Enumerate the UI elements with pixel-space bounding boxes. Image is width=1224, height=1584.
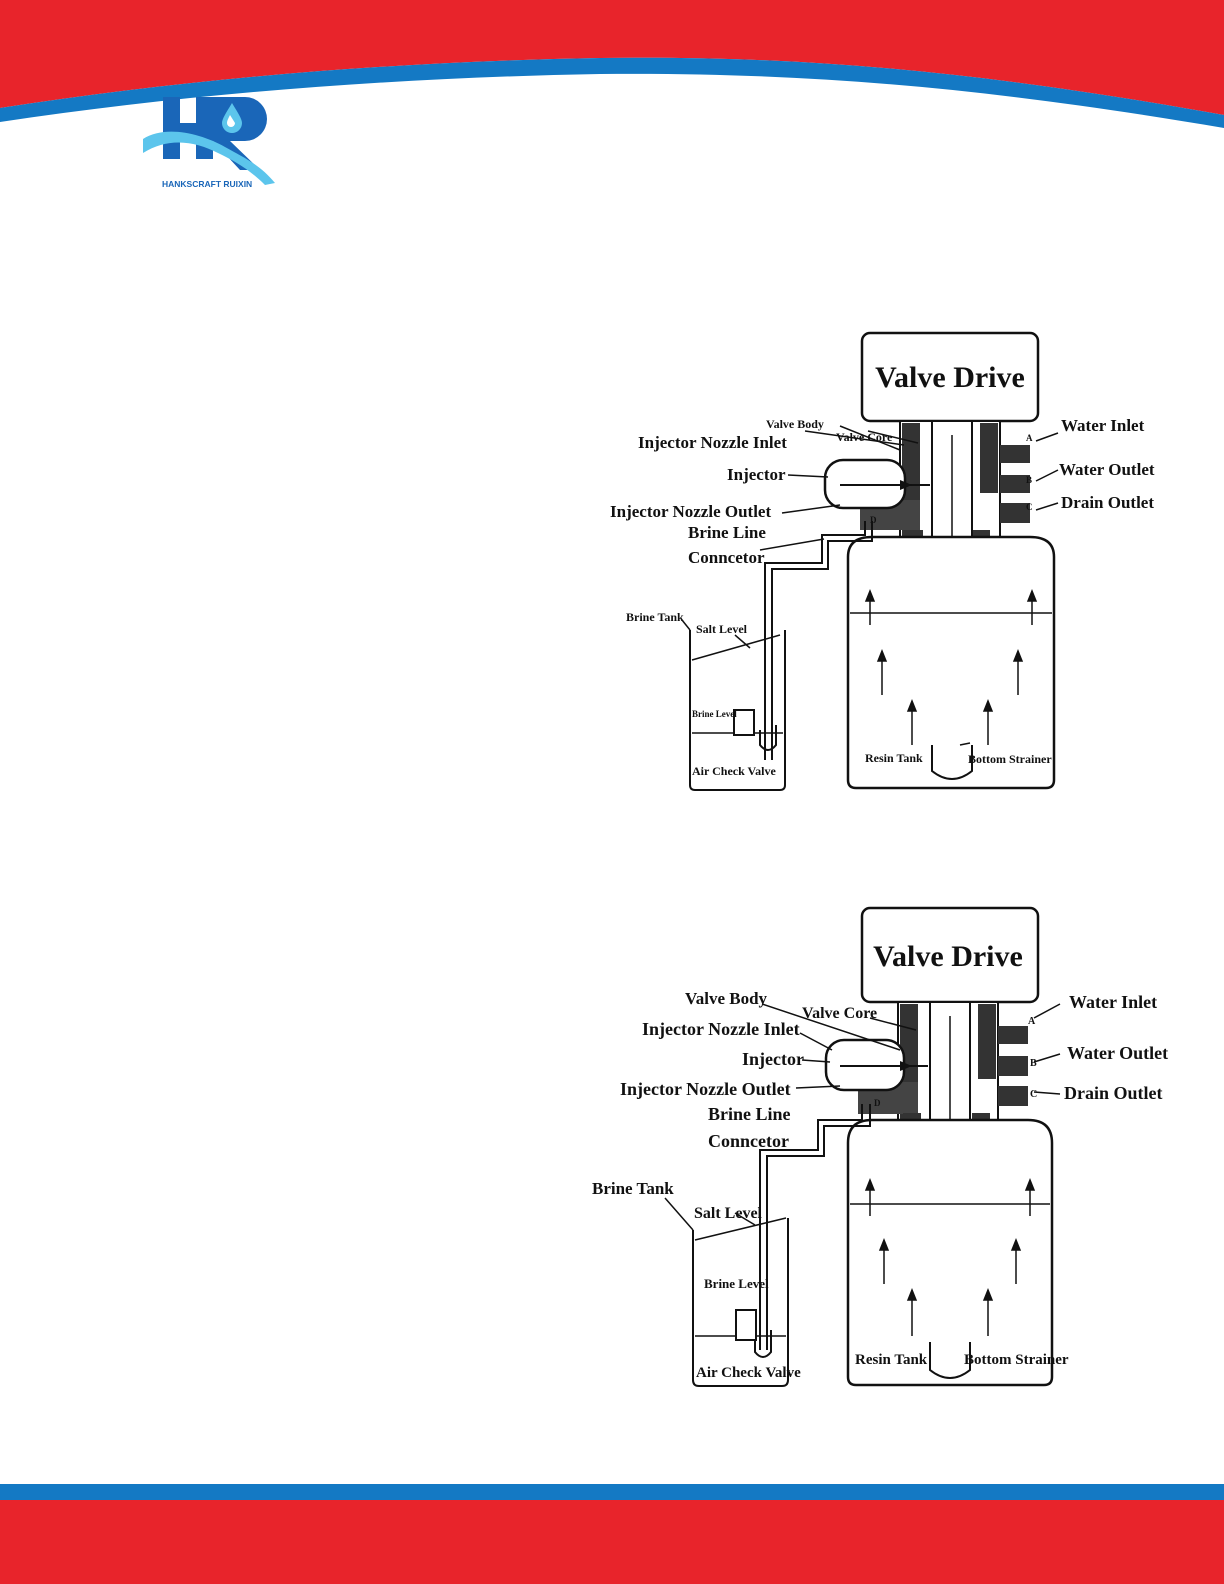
air-check-valve: [735, 1309, 757, 1341]
brand-name: HANKSCRAFT RUIXIN: [162, 179, 252, 189]
resin-tank: [846, 1118, 1054, 1387]
valve-body-label: Valve Body: [766, 417, 824, 431]
valve-body-label: Valve Body: [685, 989, 768, 1008]
flow-arrows: [864, 1177, 1036, 1336]
brine-line-label: Brine Line: [688, 523, 766, 542]
header-wave: [0, 0, 1224, 128]
air-check-valve-label: Air Check Valve: [696, 1365, 801, 1381]
injector-label: Injector: [727, 465, 786, 484]
brine-tank-label: Brine Tank: [626, 610, 684, 624]
valve-drive-label: Valve Drive: [873, 940, 1023, 973]
bottom-strainer-label: Bottom Strainer: [964, 1352, 1069, 1368]
salt-level-label: Salt Level: [694, 1205, 763, 1222]
drain-outlet-label: Drain Outlet: [1061, 493, 1154, 512]
resin-tank-label: Resin Tank: [865, 751, 923, 765]
port-d-label: D: [874, 1098, 881, 1108]
brine-tank: [692, 1218, 789, 1387]
injector-nozzle-inlet-label: Injector Nozzle Inlet: [638, 433, 787, 452]
injector-nozzle-outlet-label: Injector Nozzle Outlet: [620, 1079, 791, 1099]
diagram-2: Valve Drive: [592, 906, 1168, 1387]
connector-label: Conncetor: [708, 1131, 789, 1151]
hankscraft-logo: HANKSCRAFT RUIXIN: [143, 97, 275, 189]
injector-nozzle-inlet-label: Injector Nozzle Inlet: [642, 1019, 800, 1039]
brine-tank-label: Brine Tank: [592, 1179, 674, 1198]
brine-level-label: Brine Level: [692, 709, 737, 719]
water-inlet-label: Water Inlet: [1061, 416, 1145, 435]
brine-line-label: Brine Line: [708, 1104, 791, 1124]
diagram-1: Valve Drive: [610, 331, 1155, 791]
brine-level-label: Brine Level: [704, 1276, 769, 1291]
injector-nozzle-outlet-label: Injector Nozzle Outlet: [610, 502, 771, 521]
water-inlet-label: Water Inlet: [1069, 992, 1157, 1012]
water-outlet-label: Water Outlet: [1067, 1043, 1168, 1063]
air-check-valve-label: Air Check Valve: [692, 764, 776, 778]
port-b-label: B: [1030, 1058, 1037, 1069]
flow-arrows: [864, 588, 1038, 745]
footer-band: [0, 1484, 1224, 1584]
salt-level-label: Salt Level: [696, 622, 748, 636]
connector-label: Conncetor: [688, 548, 765, 567]
port-c-label: C: [1030, 1089, 1037, 1100]
drain-outlet-label: Drain Outlet: [1064, 1083, 1163, 1103]
port-b-label: B: [1026, 475, 1032, 485]
air-check-valve: [733, 709, 755, 736]
bottom-strainer-label: Bottom Strainer: [968, 752, 1052, 766]
resin-tank-label: Resin Tank: [855, 1352, 928, 1368]
valve-core-label: Valve Core: [836, 430, 893, 444]
port-a-label: A: [1026, 433, 1033, 443]
port-c-label: C: [1026, 502, 1033, 512]
injector-label: Injector: [742, 1049, 804, 1069]
water-outlet-label: Water Outlet: [1059, 460, 1155, 479]
port-d-label: D: [870, 515, 877, 525]
brine-tank: [689, 630, 786, 791]
resin-tank: [846, 535, 1056, 790]
port-a-label: A: [1028, 1016, 1036, 1027]
valve-core-label: Valve Core: [802, 1005, 877, 1022]
valve-drive-label: Valve Drive: [875, 361, 1025, 394]
